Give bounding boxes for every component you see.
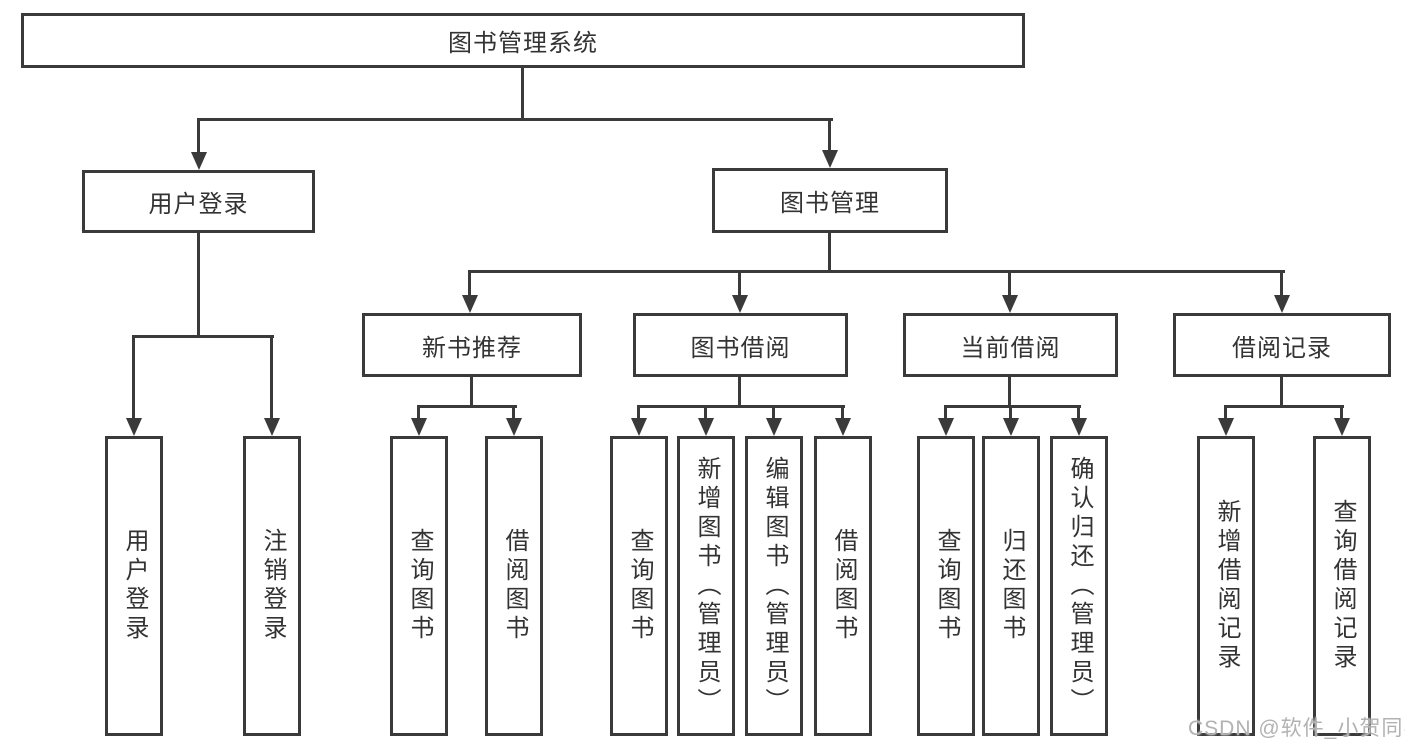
arrowhead-icon (506, 418, 522, 436)
leaf-add-borrow-record: 新增借阅记录 (1197, 436, 1255, 736)
connector-root-bar (197, 118, 833, 121)
connector-drop-leaf (1224, 405, 1227, 420)
connector-root-stem (521, 67, 524, 118)
connector-records-stem (1280, 377, 1283, 408)
arrowhead-icon (698, 418, 714, 436)
arrowhead-icon (835, 418, 851, 436)
connector-user-login-stem (197, 233, 200, 335)
arrowhead-icon (1218, 418, 1234, 436)
node-book-borrowing: 图书借阅 (633, 313, 848, 377)
leaf-confirm-return-admin-label: 确认归还（管理员） (1066, 455, 1093, 717)
leaf-add-book-admin: 新增图书（管理员） (677, 436, 735, 736)
arrowhead-icon (1002, 295, 1018, 313)
connector-drop-leaf (1077, 405, 1080, 420)
leaf-user-login: 用户登录 (105, 436, 163, 736)
leaf-edit-book-admin-label: 编辑图书（管理员） (761, 455, 788, 717)
arrowhead-icon (732, 295, 748, 313)
node-book-management: 图书管理 (712, 168, 948, 233)
connector-drop-leaf (1340, 405, 1343, 420)
leaf-query-books-current: 查询图书 (917, 436, 975, 736)
node-user-login: 用户登录 (82, 170, 315, 233)
connector-drop-level3 (738, 270, 741, 295)
connector-drop-leaf (637, 405, 640, 420)
leaf-query-borrow-record-label: 查询借阅记录 (1329, 499, 1356, 673)
leaf-query-books-recommend: 查询图书 (390, 436, 448, 736)
connector-current-stem (1008, 377, 1011, 408)
connector-drop-leaf (772, 405, 775, 420)
leaf-query-books-borrowing-label: 查询图书 (626, 528, 653, 644)
watermark: CSDN @软件_小贺同学 (1188, 717, 1405, 740)
leaf-query-books-recommend-label: 查询图书 (406, 528, 433, 644)
leaf-confirm-return-admin: 确认归还（管理员） (1050, 436, 1108, 736)
connector-book-management-stem (828, 233, 831, 273)
arrowhead-icon (264, 418, 280, 436)
connector-book-management-bar (468, 270, 1285, 273)
connector-drop-level3 (468, 270, 471, 295)
connector-drop-user-login (197, 118, 200, 153)
leaf-add-borrow-record-label: 新增借阅记录 (1213, 499, 1240, 673)
node-current-borrowing: 当前借阅 (903, 313, 1118, 377)
connector-drop-leaf (704, 405, 707, 420)
connector-borrowing-stem (738, 377, 741, 408)
connector-drop-leaf (944, 405, 947, 420)
connector-drop-book-management (828, 118, 831, 151)
arrowhead-icon (1071, 418, 1087, 436)
connector-drop-leaf (1009, 405, 1012, 420)
connector-drop-leaf (417, 405, 420, 420)
arrowhead-icon (1334, 418, 1350, 436)
leaf-query-books-current-label: 查询图书 (933, 528, 960, 644)
connector-drop-level3 (1280, 270, 1283, 295)
leaf-logout-label: 注销登录 (259, 528, 286, 644)
leaf-return-books: 归还图书 (982, 436, 1040, 736)
node-new-book-recommendation: 新书推荐 (362, 313, 582, 377)
arrowhead-icon (1274, 295, 1290, 313)
connector-drop-level3 (1008, 270, 1011, 295)
connector-drop-leaf (270, 335, 273, 419)
arrowhead-icon (938, 418, 954, 436)
leaf-user-login-label: 用户登录 (121, 528, 148, 644)
connector-drop-leaf (512, 405, 515, 420)
leaf-return-books-label: 归还图书 (998, 528, 1025, 644)
arrowhead-icon (462, 295, 478, 313)
leaf-logout: 注销登录 (243, 436, 301, 736)
arrowhead-icon (822, 150, 838, 168)
node-borrowing-records: 借阅记录 (1173, 313, 1391, 377)
arrowhead-icon (126, 418, 142, 436)
connector-drop-leaf (841, 405, 844, 420)
leaf-query-borrow-record: 查询借阅记录 (1313, 436, 1371, 736)
leaf-borrow-books-recommend-label: 借阅图书 (501, 528, 528, 644)
connector-borrowing-bar (637, 405, 845, 408)
connector-records-bar (1224, 405, 1344, 408)
arrowhead-icon (1003, 418, 1019, 436)
leaf-borrow-books-borrowing-label: 借阅图书 (830, 528, 857, 644)
connector-drop-leaf (132, 335, 135, 419)
arrowhead-icon (411, 418, 427, 436)
connector-current-bar (944, 405, 1081, 408)
connector-newbook-stem (470, 377, 473, 408)
connector-newbook-bar (417, 405, 517, 408)
arrowhead-icon (766, 418, 782, 436)
node-library-management-system: 图书管理系统 (21, 13, 1025, 68)
arrowhead-icon (631, 418, 647, 436)
leaf-add-book-admin-label: 新增图书（管理员） (693, 455, 720, 717)
leaf-query-books-borrowing: 查询图书 (610, 436, 668, 736)
connector-user-login-bar (132, 335, 274, 338)
arrowhead-icon (191, 152, 207, 170)
leaf-borrow-books-recommend: 借阅图书 (485, 436, 543, 736)
leaf-edit-book-admin: 编辑图书（管理员） (745, 436, 803, 736)
leaf-borrow-books-borrowing: 借阅图书 (814, 436, 872, 736)
